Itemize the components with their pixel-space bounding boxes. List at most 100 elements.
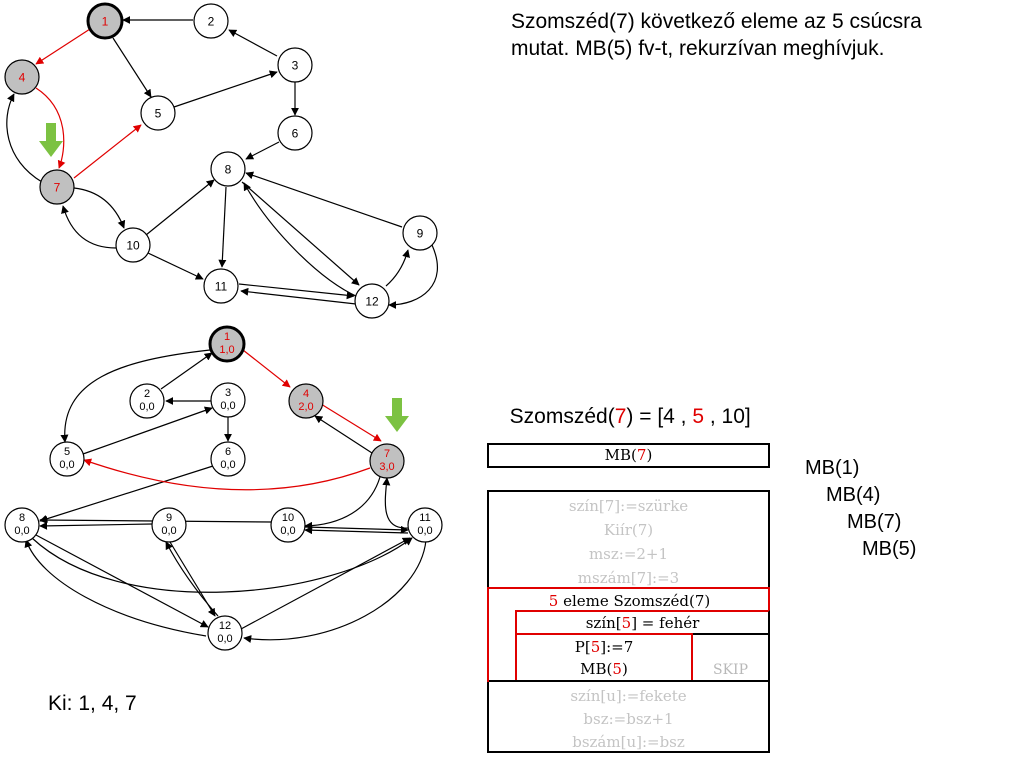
call-stack-item: MB(5) [862,538,917,560]
node-value: 3,0 [379,461,394,473]
neighbors-prefix: Szomszéd( [509,405,615,428]
top-node-label: 1 [102,15,109,29]
edge-8-12 [35,534,209,628]
green-down-arrow-icon [39,123,63,157]
node-value: 0,0 [220,459,235,471]
bottom-node-2: 2 0,0 [129,383,165,419]
description-line-1: Szomszéd(7) következő eleme az 5 csúcsra [511,10,922,33]
struk-row: msz:=2+1 [588,545,669,563]
struktogram-body: szín[7]:=szürke Kiír(7) msz:=2+1 mszám[7… [487,490,770,753]
output-text: Ki: 1, 4, 7 [48,692,137,715]
top-node-label: 5 [155,107,162,121]
then-2-suffix: ) [621,660,628,678]
edge-7-5-red [73,124,142,179]
node-label: 1 [224,331,230,343]
loop-header: 5 eleme Szomszéd(7) [489,589,770,613]
node-label: 2 [144,388,150,400]
edge-3-2 [228,29,278,57]
edge-9-12 [388,244,438,309]
top-node-label: 2 [208,15,215,29]
description-line-2: mutat. MB(5) fv-t, rekurzívan meghívjuk. [511,37,885,60]
then-row-1: P[5]:=7 [517,635,691,659]
struktogram-header: MB(7) [487,443,770,468]
edge-4-7-red [35,87,66,169]
edge-12-11 [240,537,411,630]
edge-8-12 [241,181,360,286]
top-node-label: 10 [126,239,140,253]
bottom-node-8: 8 0,0 [4,507,40,543]
top-node-label: 3 [292,59,299,73]
node-value: 0,0 [14,525,29,537]
edge-11-12 [238,283,355,300]
neighbors-suffix: , 10] [704,405,751,428]
top-node-1: 1 [86,2,124,40]
node-label: 5 [64,446,70,458]
top-node-label: 12 [365,295,379,309]
header-prefix: MB( [604,446,637,464]
node-value: 0,0 [280,525,295,537]
struk-row: mszám[7]:=3 [577,569,680,587]
edge-7-10 [73,187,126,229]
node-label: 3 [225,387,231,399]
top-node-8: 8 [210,151,246,187]
edge-5-3 [173,70,278,108]
cond-prefix: szín[ [585,614,622,632]
green-down-arrow-icon [385,398,409,432]
header-arg: 7 [636,446,647,464]
top-node-4: 4 [4,59,40,95]
then-1-suffix: ]:=7 [600,638,634,656]
bottom-node-12: 12 0,0 [207,615,243,651]
node-value: 0,0 [417,525,432,537]
top-node-label: 9 [417,227,424,241]
bottom-node-3: 3 0,0 [210,382,246,418]
top-node-2: 2 [193,3,229,39]
else-branch: SKIP [693,633,770,682]
top-node-label: 7 [54,181,61,195]
edge-2-1 [160,352,213,390]
header-suffix: ) [646,446,653,464]
node-value: 0,0 [59,459,74,471]
top-node-12: 12 [354,283,390,319]
edge-1-4-red [242,349,291,388]
edge-4-7-red [320,403,382,442]
edge-5-3 [82,406,213,455]
bottom-node-7: 7 3,0 [369,443,405,479]
struk-row: Kiír(7) [603,521,654,539]
top-node-11: 11 [203,268,239,304]
edge-12-9 [385,249,410,287]
top-node-7: 7 [39,169,75,205]
then-branch: P[5]:=7 MB(5) [515,633,693,682]
edge-11-7 [382,477,409,529]
bottom-node-11: 11 0,0 [407,507,443,543]
else-label: SKIP [713,662,748,678]
edge-8-11 [31,537,413,593]
edge-11-10 [304,526,409,535]
top-node-label: 11 [215,280,228,294]
edge-7-5-red [83,458,371,491]
edge-12-9 [165,541,219,617]
node-value: 1,0 [219,344,234,356]
struk-divider [489,680,768,682]
edge-7-4 [314,415,373,454]
bottom-node-10: 10 0,0 [270,507,306,543]
bottom-node-1: 1 1,0 [208,325,246,363]
then-1-arg: 5 [590,638,601,656]
edge-10-11 [147,252,204,280]
then-row-2: MB(5) [517,657,691,681]
then-2-prefix: MB( [580,660,613,678]
then-1-prefix: P[ [574,638,591,656]
bottom-node-4: 4 2,0 [288,383,324,419]
edge-7-4 [6,93,43,183]
edge-6-8 [39,465,214,523]
node-label: 12 [219,620,231,632]
top-node-label: 6 [292,127,299,141]
node-label: 10 [282,512,294,524]
loop-suffix: eleme Szomszéd(7) [558,592,711,610]
cond-arg: 5 [621,614,632,632]
bottom-node-5: 5 0,0 [49,441,85,477]
edge-10-8 [145,179,215,236]
struk-row: bszám[u]:=bsz [572,733,685,751]
edge-12-8 [243,182,359,298]
bottom-graph: 1 1,0 2 0,0 3 0,0 4 2,0 5 0,0 6 0,0 7 3,… [4,325,443,651]
top-node-10: 10 [115,227,151,263]
